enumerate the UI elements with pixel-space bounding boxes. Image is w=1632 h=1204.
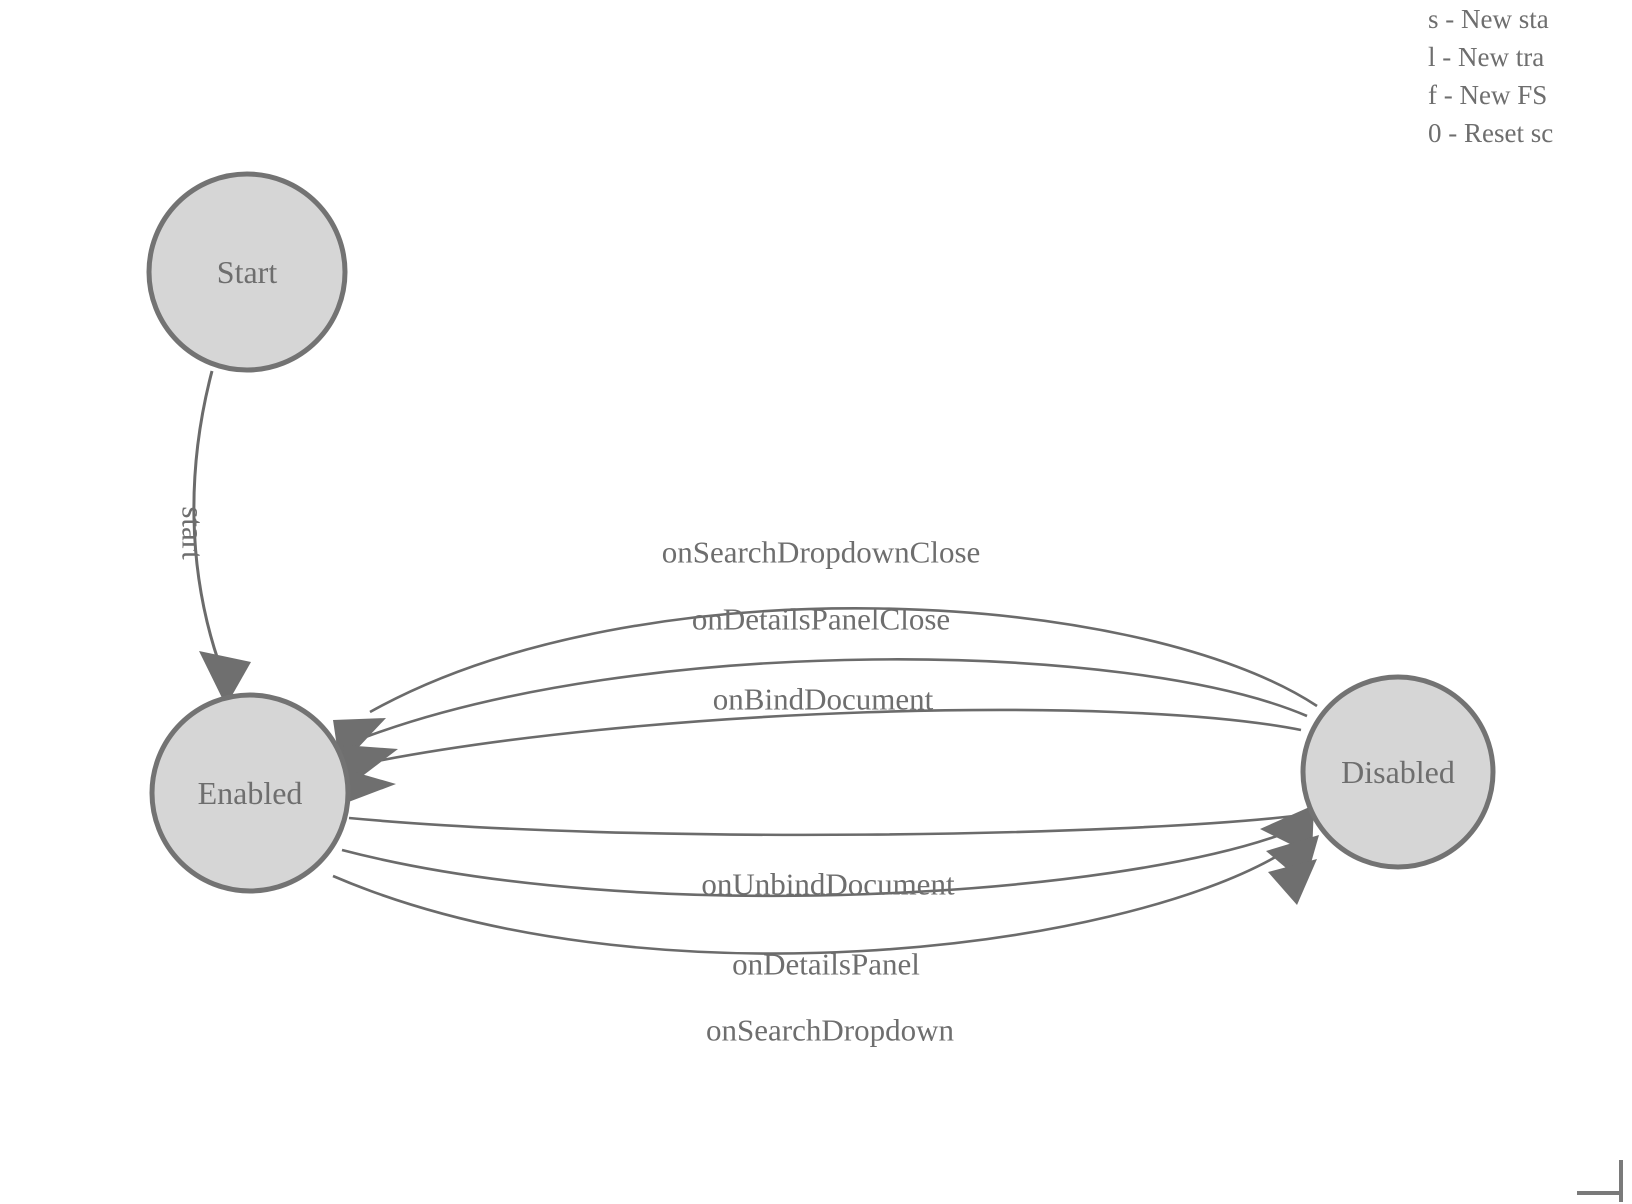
canvas-corner-mark[interactable] [1577,1160,1632,1204]
edge-unbind-document[interactable] [348,814,1295,837]
node-enabled[interactable]: Enabled [149,692,351,894]
help-line-new-fsm: f - New FS [1428,80,1548,110]
help-line-reset-scale: 0 - Reset sc [1428,118,1554,148]
node-disabled-label: Disabled [1341,754,1455,790]
arrowhead-start-to-enabled [199,651,251,706]
edge-bind-document[interactable] [356,708,1302,767]
nodes-layer: Start Enabled Disabled [146,171,1496,894]
node-start[interactable]: Start [146,171,348,373]
edges-layer [192,370,1318,955]
node-enabled-circle[interactable] [149,692,351,894]
node-enabled-label: Enabled [198,775,303,811]
help-line-new-state: s - New sta [1428,4,1549,34]
edge-label-bind-document[interactable]: onBindDocument [713,682,934,717]
edge-label-details-panel-close[interactable]: onDetailsPanelClose [692,602,950,637]
edge-labels-layer: start onSearchDropdownClose onDetailsPan… [176,506,981,1047]
edge-details-panel-close[interactable] [362,658,1308,740]
edge-label-search-dropdown-close[interactable]: onSearchDropdownClose [662,535,981,570]
node-start-label: Start [217,254,278,290]
help-line-new-transition: l - New tra [1428,42,1545,72]
edge-search-dropdown-close[interactable] [369,607,1318,714]
edge-label-search-dropdown[interactable]: onSearchDropdown [706,1013,954,1048]
edge-details-panel[interactable] [341,830,1289,898]
corner-mark-horizontal [1577,1191,1623,1195]
node-start-circle[interactable] [146,171,348,373]
edge-search-dropdown[interactable] [332,850,1285,955]
node-disabled[interactable]: Disabled [1300,674,1496,870]
edge-start-to-enabled[interactable] [192,370,220,661]
edge-label-start[interactable]: start [176,506,211,560]
arrowhead-into-disabled-3 [1268,859,1317,905]
arrowhead-into-enabled-3 [338,769,396,806]
edge-label-unbind-document[interactable]: onUnbindDocument [701,867,955,902]
edge-label-details-panel[interactable]: onDetailsPanel [732,947,920,982]
node-disabled-circle[interactable] [1300,674,1496,870]
corner-mark-vertical [1619,1160,1623,1202]
arrowheads-layer [199,651,1319,905]
help-overlay: s - New sta l - New tra f - New FS 0 - R… [1428,0,1632,152]
